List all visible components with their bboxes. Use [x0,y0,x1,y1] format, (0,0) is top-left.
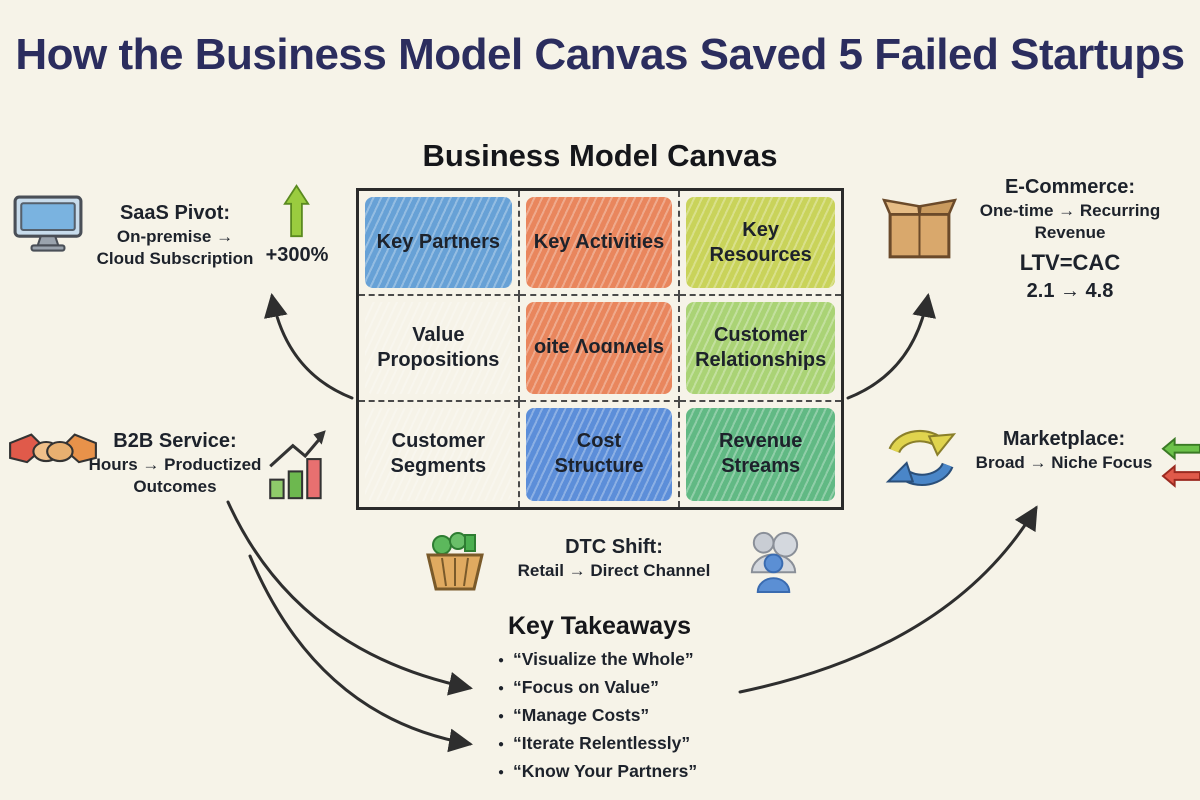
cell-value-propositions: Value Propositions [359,296,520,402]
cell-label: Customer Segments [390,430,487,478]
marketplace-line1: Broad → Niche Focus [975,453,1153,472]
marketplace-title: Marketplace: [1002,428,1126,450]
ecommerce-metric-label: LTV=CAC [1019,250,1121,276]
package-icon [882,198,958,259]
b2b-line2: Outcomes [133,477,217,497]
cell-key-partners: Key Partners [359,191,520,297]
takeaway-text: “Iterate Relentlessly” [513,733,691,753]
cell-key-resources: Key Resources [680,191,841,297]
canvas-title: Business Model Canvas [422,138,778,173]
cell-label: Key Partners [376,231,501,254]
shift-arrows-icon [1161,437,1200,488]
cell-label: Customer Relationships [695,323,827,371]
ecommerce-line2: Revenue [1034,223,1106,243]
up-arrow-icon [283,184,310,238]
cell-customer-segments: Customer Segments [359,401,520,507]
dtc-story: DTC Shift: Retail → Direct Channel [496,534,732,582]
cell-label: Key Resources [709,218,812,266]
dtc-title: DTC Shift: [565,536,663,558]
ecommerce-metric-value: 2.1 → 4.8 [1026,279,1114,302]
handshake-icon [9,433,97,464]
canvas-grid: Key Partners Key Activities Key Resource… [356,188,844,510]
cell-fill [365,197,512,289]
arrow-canvas-to-ecommerce [846,293,936,400]
ecommerce-story: E-Commerce: One-time → Recurring Revenue… [960,174,1180,304]
customers-icon [750,531,799,593]
takeaway-item: ● “Know Your Partners” [498,761,778,782]
cell-label: Revenue Streams [718,430,803,478]
bullet-icon: ● [498,683,505,694]
cycle-arrows-icon [885,429,957,486]
takeaway-item: ● “Visualize the Whole” [498,649,778,670]
saas-metric: +300% [265,244,329,266]
cell-key-activities: Key Activities [519,191,681,297]
cell-fill [525,197,673,289]
key-takeaways: Key Takeaways ● “Visualize the Whole” ● “F… [498,612,778,789]
takeaway-text: “Visualize the Whole” [513,649,694,669]
marketplace-story: Marketplace: Broad → Niche Focus [960,426,1168,474]
takeaways-list: ● “Visualize the Whole” ● “Focus on Value”… [498,649,778,782]
cell-cost-structure: Cost Structure [520,401,681,507]
cell-fill [686,197,835,289]
b2b-story: B2B Service: Hours → Productized Outcome… [84,428,266,498]
saas-story: SaaS Pivot: On-premise → Cloud Subscript… [84,200,266,270]
takeaway-text: “Manage Costs” [513,705,650,725]
ecommerce-line1: One-time → Recurring [979,201,1161,220]
takeaway-text: “Focus on Value” [513,677,659,697]
cell-fill [686,302,835,394]
cell-fill [686,407,835,501]
cell-customer-relationships: Customer Relationships [680,296,841,402]
bullet-icon: ● [498,739,505,750]
b2b-line1: Hours → Productized [88,455,262,474]
shopping-basket-icon [426,532,484,591]
saas-line1: On-premise → [116,227,234,246]
takeaway-text: “Know Your Partners” [513,761,698,781]
cell-fill [525,407,673,501]
saas-line2: Cloud Subscription [96,249,254,269]
cell-fill [525,302,673,394]
cell-fill [365,302,512,394]
ecommerce-title: E-Commerce: [1004,176,1136,198]
cell-revenue-streams: Revenue Streams [680,402,841,507]
bullet-icon: ● [498,711,505,722]
monitor-icon [13,195,83,252]
cell-label: oite Ʌoɑnʌels [533,336,664,359]
bullet-icon: ● [498,655,505,666]
b2b-title: B2B Service: [113,430,237,452]
cell-label: Cost Structure [554,430,644,478]
takeaways-title: Key Takeaways [508,612,691,640]
takeaway-item: ● “Focus on Value” [498,677,778,698]
bullet-icon: ● [498,767,505,778]
growth-chart-icon [269,430,326,500]
takeaway-item: ● “Iterate Relentlessly” [498,733,778,754]
page-title: How the Business Model Canvas Saved 5 Fa… [15,30,1185,79]
cell-channels: oite Ʌoɑnʌels [519,296,681,402]
takeaway-item: ● “Manage Costs” [498,705,778,726]
saas-title: SaaS Pivot: [119,202,231,224]
cell-fill [365,407,512,501]
cell-label: Key Activities [533,231,665,254]
arrow-canvas-to-saas [264,293,354,400]
cell-label: Value Propositions [377,323,500,371]
dtc-line1: Retail → Direct Channel [517,561,711,580]
